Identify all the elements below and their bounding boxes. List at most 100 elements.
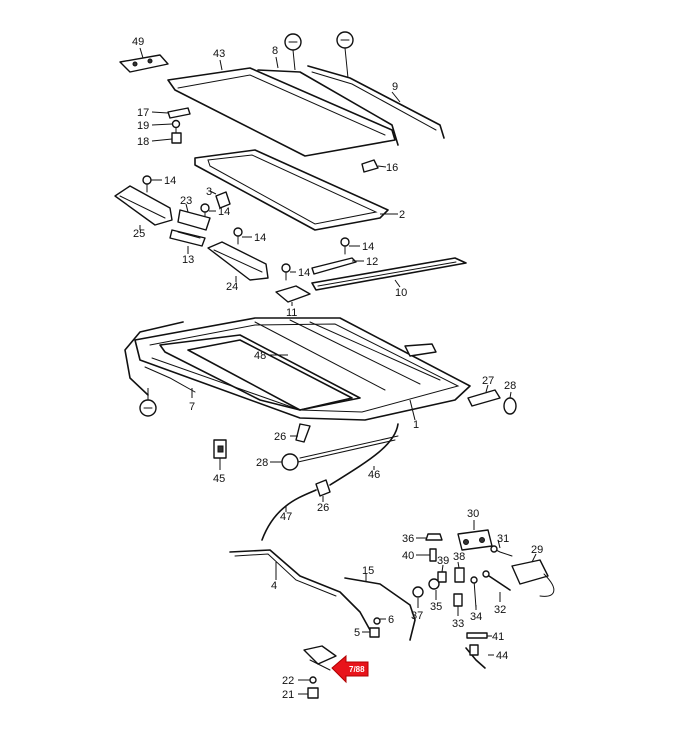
part-11 bbox=[275, 285, 311, 306]
callout-14-c: 14 bbox=[254, 232, 266, 244]
part-26-a bbox=[290, 423, 311, 443]
part-41 bbox=[466, 632, 492, 639]
part-43 bbox=[167, 59, 396, 157]
screw-14-a bbox=[142, 175, 162, 193]
screw-14-d bbox=[340, 237, 360, 255]
callout-47: 47 bbox=[280, 511, 292, 523]
part-7 bbox=[124, 321, 196, 417]
callout-21: 21 bbox=[282, 689, 294, 701]
callout-18: 18 bbox=[137, 136, 149, 148]
callout-11: 11 bbox=[286, 307, 297, 319]
callout-23: 23 bbox=[180, 195, 192, 207]
callout-4: 4 bbox=[271, 580, 277, 592]
callout-9: 9 bbox=[392, 81, 398, 93]
callout-30: 30 bbox=[467, 508, 479, 520]
part-27 bbox=[467, 384, 501, 407]
part-12 bbox=[311, 257, 364, 275]
callout-34: 34 bbox=[470, 611, 482, 623]
part-29 bbox=[511, 553, 555, 597]
callout-27: 27 bbox=[482, 375, 494, 387]
part-28-a bbox=[503, 391, 517, 415]
part-33 bbox=[453, 593, 463, 616]
part-2 bbox=[194, 149, 398, 231]
callout-14-d: 14 bbox=[362, 241, 374, 253]
part-23 bbox=[177, 203, 211, 231]
part-30 bbox=[457, 520, 493, 551]
callout-45: 45 bbox=[213, 473, 225, 485]
callout-13: 13 bbox=[182, 254, 194, 266]
part-36 bbox=[416, 533, 443, 541]
part-34 bbox=[470, 576, 478, 610]
part-45 bbox=[213, 439, 227, 470]
callout-12: 12 bbox=[366, 256, 378, 268]
part-13 bbox=[169, 229, 206, 254]
callout-35: 35 bbox=[430, 601, 442, 613]
callout-32: 32 bbox=[494, 604, 506, 616]
part-44 bbox=[465, 644, 494, 669]
part-31 bbox=[490, 539, 513, 557]
part-16 bbox=[361, 159, 387, 173]
callout-14-a: 14 bbox=[164, 175, 176, 187]
callout-26-a: 26 bbox=[274, 431, 286, 443]
callout-16: 16 bbox=[386, 162, 398, 174]
callout-3: 3 bbox=[206, 186, 212, 198]
part-24 bbox=[207, 241, 269, 282]
callout-31: 31 bbox=[497, 533, 509, 545]
part-37 bbox=[412, 586, 424, 608]
callout-2: 2 bbox=[399, 209, 405, 221]
part-17 bbox=[151, 107, 191, 119]
callout-41: 41 bbox=[492, 631, 504, 643]
callout-33: 33 bbox=[452, 618, 464, 630]
callout-44: 44 bbox=[496, 650, 508, 662]
part-18 bbox=[151, 127, 182, 144]
part-5 bbox=[362, 627, 380, 638]
part-38 bbox=[454, 561, 465, 583]
screw-14-e bbox=[281, 263, 296, 281]
part-40 bbox=[416, 548, 437, 562]
callout-22: 22 bbox=[282, 675, 294, 687]
callout-19: 19 bbox=[137, 120, 149, 132]
part-28-b bbox=[270, 453, 299, 471]
callout-15: 15 bbox=[362, 565, 374, 577]
callout-6: 6 bbox=[388, 614, 394, 626]
callout-10: 10 bbox=[395, 287, 407, 299]
drain-line-2 bbox=[299, 435, 399, 459]
callout-17: 17 bbox=[137, 107, 149, 119]
callout-46: 46 bbox=[368, 469, 380, 481]
callout-36: 36 bbox=[402, 533, 414, 545]
part-8 bbox=[257, 33, 399, 146]
part-49 bbox=[119, 47, 169, 73]
callout-14-e: 14 bbox=[298, 267, 310, 279]
callout-38: 38 bbox=[453, 551, 465, 563]
part-25 bbox=[114, 185, 173, 230]
callout-5: 5 bbox=[354, 627, 360, 639]
part-48 bbox=[187, 339, 353, 411]
callout-labels: 49 43 8 9 17 19 18 16 14 3 14 23 2 25 13… bbox=[132, 36, 543, 701]
bottom-bracket bbox=[303, 645, 337, 671]
part-4 bbox=[229, 549, 371, 631]
part-46 bbox=[329, 423, 399, 486]
callout-37: 37 bbox=[411, 610, 423, 622]
part-6 bbox=[373, 617, 386, 625]
screw-14-c bbox=[233, 227, 252, 245]
part-47 bbox=[261, 489, 317, 541]
callout-28-b: 28 bbox=[256, 457, 268, 469]
part-10 bbox=[311, 257, 467, 291]
callout-40: 40 bbox=[402, 550, 414, 562]
part-15 bbox=[344, 574, 416, 641]
callout-29: 29 bbox=[531, 544, 543, 556]
part-3 bbox=[209, 190, 231, 209]
callout-48: 48 bbox=[254, 350, 266, 362]
part-35 bbox=[428, 578, 440, 600]
drain-line bbox=[297, 439, 396, 463]
highlight-arrow: 7/88 bbox=[331, 654, 369, 684]
part-21 bbox=[298, 687, 319, 699]
part-19 bbox=[151, 119, 181, 129]
callout-14-b: 14 bbox=[218, 206, 230, 218]
callout-26-b: 26 bbox=[317, 502, 329, 514]
part-22 bbox=[298, 676, 317, 684]
callout-25: 25 bbox=[133, 228, 145, 240]
callout-8: 8 bbox=[272, 45, 278, 57]
